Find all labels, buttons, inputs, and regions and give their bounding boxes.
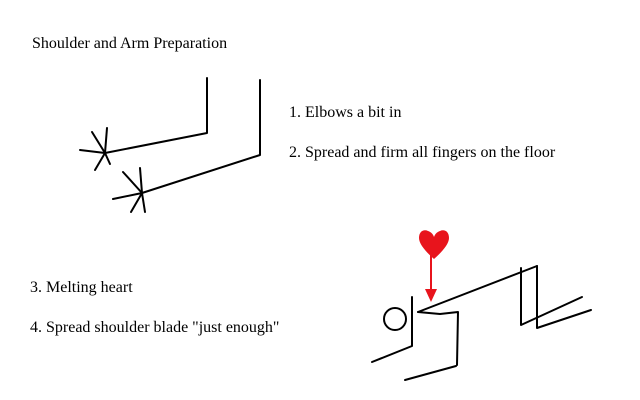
step-1-label: 1. Elbows a bit in: [289, 104, 402, 121]
lower-hand-fingers: [112, 167, 146, 213]
step-4-label: 4. Spread shoulder blade "just enough": [30, 319, 280, 336]
step-2-label: 2. Spread and firm all fingers on the fl…: [289, 144, 556, 161]
diagram-title: Shoulder and Arm Preparation: [32, 35, 228, 52]
back-line: [417, 265, 538, 313]
down-arrow-icon: [425, 252, 437, 302]
upper-arm-outline: [104, 77, 208, 154]
rear-leg-outline: [536, 265, 592, 329]
head-outline: [383, 307, 407, 331]
lower-arm-outline: [141, 79, 261, 194]
back-leg-outline: [520, 267, 583, 326]
upper-hand-fingers: [79, 127, 111, 171]
forearm-line: [404, 365, 457, 381]
heart-icon: [419, 230, 449, 259]
step-3-label: 3. Melting heart: [30, 279, 133, 296]
shoulder-outline: [371, 296, 413, 363]
front-arm-outline: [417, 311, 459, 366]
